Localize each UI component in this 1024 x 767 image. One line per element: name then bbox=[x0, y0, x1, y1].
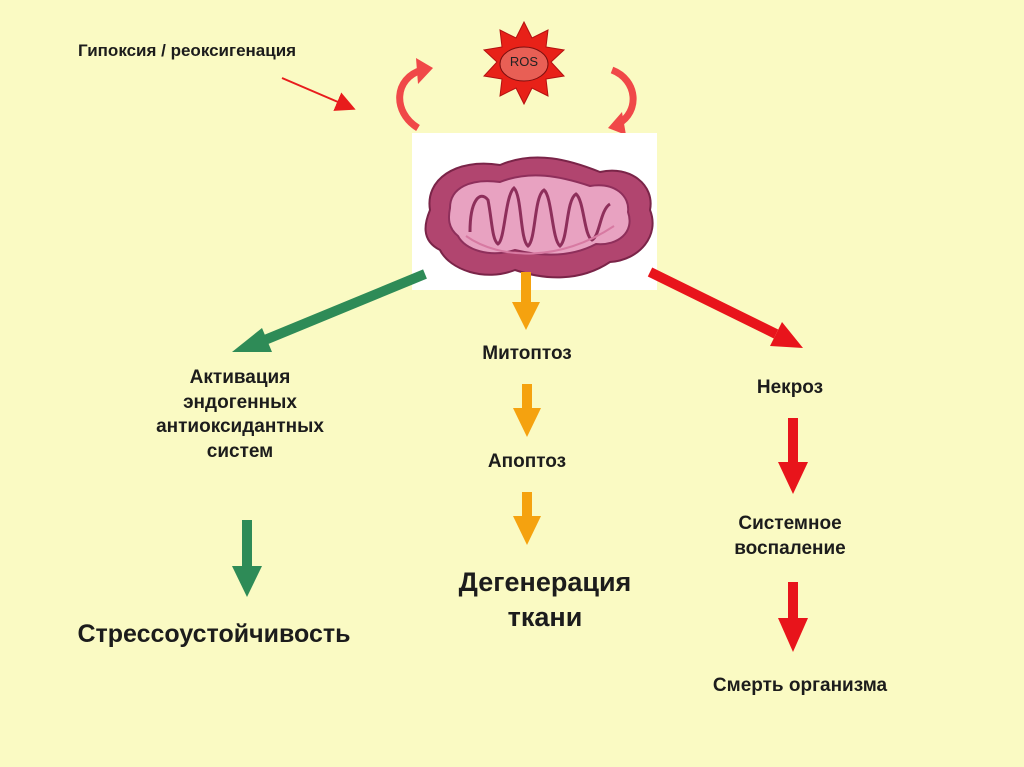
antioxidant-line-2: эндогенных bbox=[183, 391, 297, 413]
green-down-arrow bbox=[232, 520, 262, 597]
red-down-arrow-1 bbox=[778, 418, 808, 494]
apoptosis-label: Апоптоз bbox=[487, 451, 567, 472]
necrosis-label: Некроз bbox=[756, 377, 824, 398]
green-diagonal-arrow bbox=[258, 269, 427, 347]
antioxidant-line-3: антиоксидантных bbox=[156, 416, 324, 438]
orange-arrow-1 bbox=[512, 272, 540, 330]
ros-label: ROS bbox=[509, 54, 539, 69]
degeneration-line-1: Дегенерация bbox=[458, 567, 632, 597]
systemic-inflammation-text: Системное воспаление bbox=[680, 512, 900, 561]
inflammation-line-1: Системное bbox=[738, 513, 842, 534]
mitochondrion-image bbox=[412, 133, 657, 290]
orange-arrow-2 bbox=[513, 384, 541, 437]
organism-death-label: Смерть организма bbox=[712, 675, 888, 696]
tissue-degeneration-text: Дегенерация ткани bbox=[410, 565, 680, 635]
stress-resistance-label: Стрессоустойчивость bbox=[77, 620, 351, 648]
degeneration-line-2: ткани bbox=[507, 602, 583, 633]
red-down-arrow-2 bbox=[778, 582, 808, 652]
mitoptosis-label: Митоптоз bbox=[482, 343, 572, 364]
trigger-label: Гипоксия / реоксигенация bbox=[78, 41, 297, 60]
ros-star-icon bbox=[482, 20, 566, 106]
antioxidant-activation-text: Активация эндогенных антиоксидантных сис… bbox=[90, 366, 390, 465]
ros-curved-arrow-right-head bbox=[608, 112, 626, 135]
ros-curved-arrow-left-head bbox=[416, 58, 433, 84]
antioxidant-line-4: систем bbox=[206, 441, 274, 463]
inflammation-line-2: воспаление bbox=[734, 537, 846, 559]
red-diagonal-arrow bbox=[647, 267, 779, 339]
ros-curved-arrow-left bbox=[396, 66, 424, 131]
ros-curved-arrow-right bbox=[610, 66, 637, 128]
orange-arrow-3 bbox=[513, 492, 541, 545]
green-diagonal-arrow-head bbox=[232, 328, 272, 352]
trigger-arrow bbox=[281, 77, 356, 111]
red-diagonal-arrow-head bbox=[770, 322, 803, 348]
antioxidant-line-1: Активация bbox=[189, 367, 291, 388]
